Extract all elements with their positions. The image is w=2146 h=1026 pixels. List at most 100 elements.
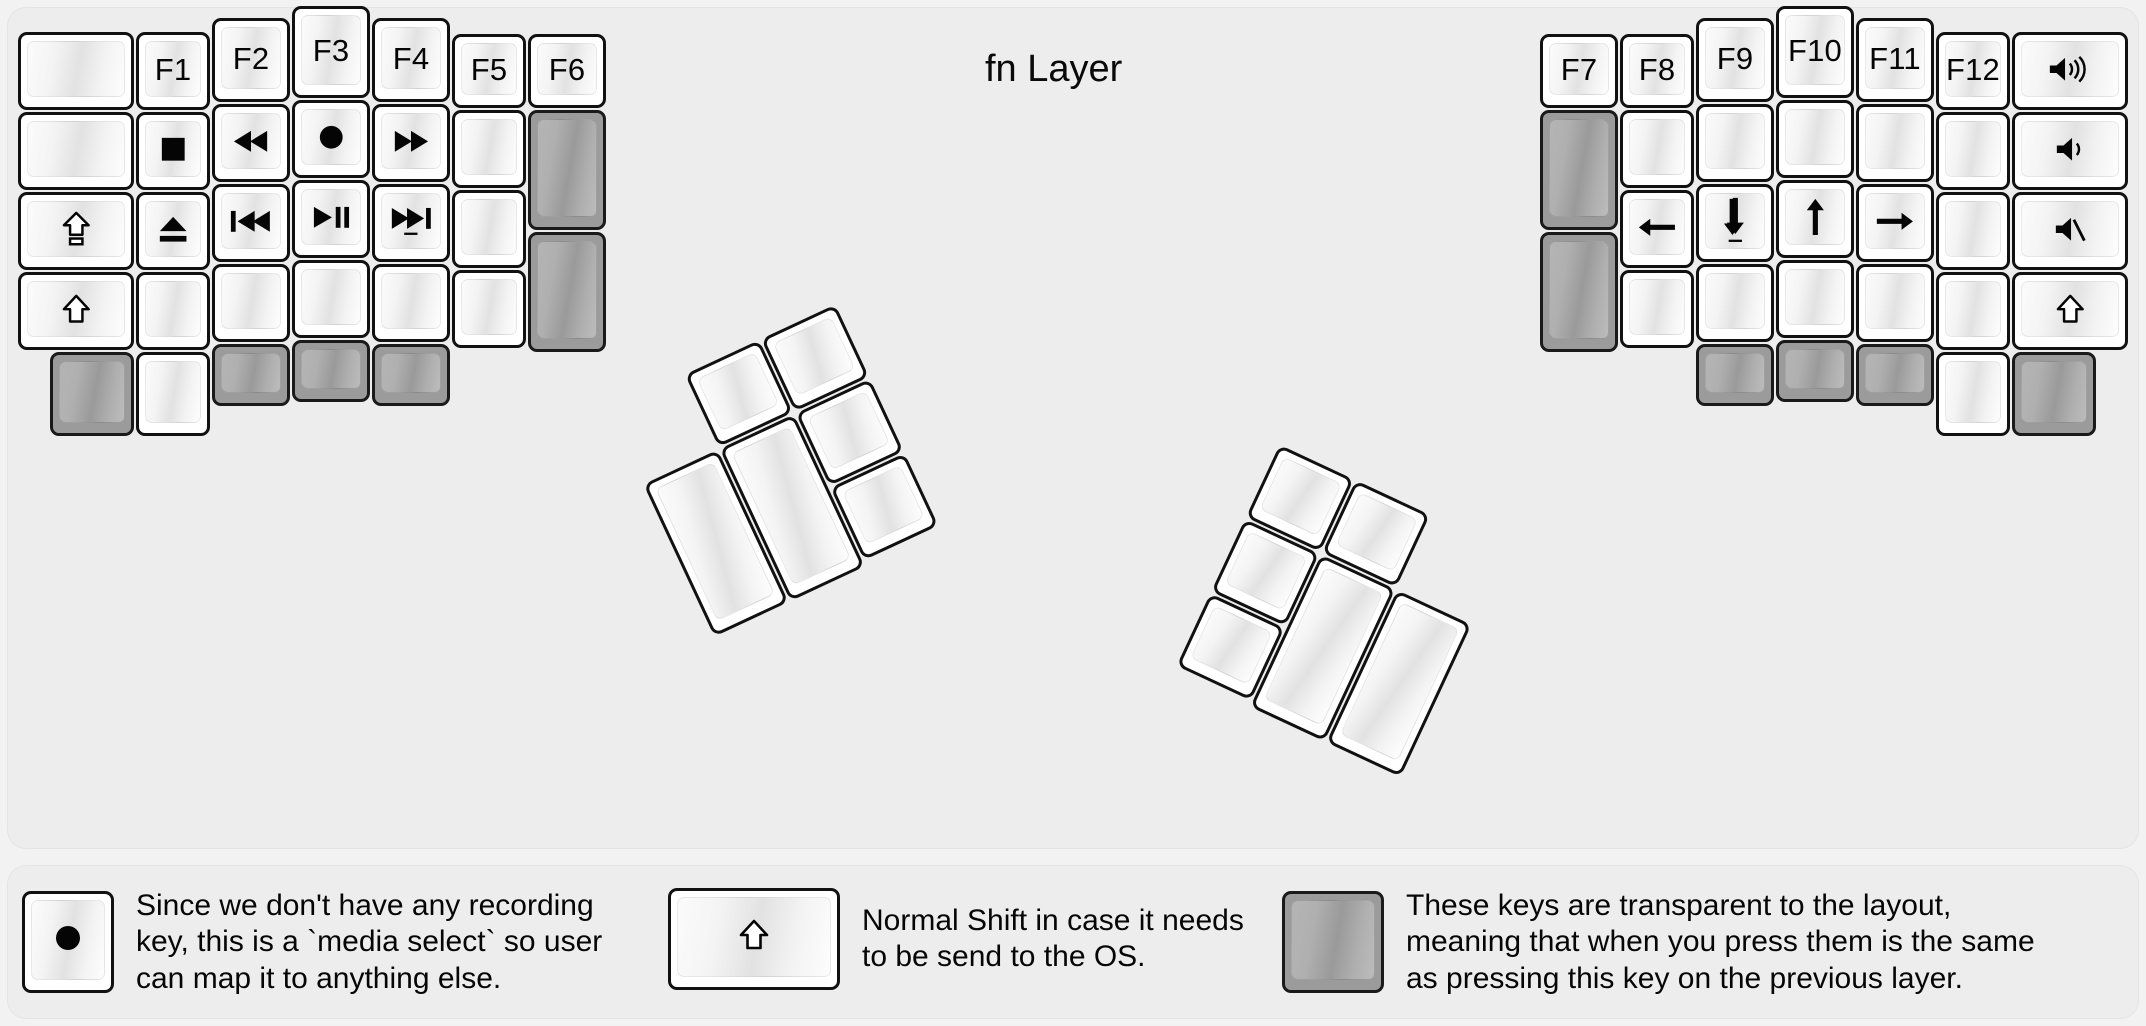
arrow-left-icon [1636, 215, 1678, 240]
key-pinky-column-3[interactable] [136, 272, 210, 350]
key-cap [1865, 273, 1925, 329]
key-cap [1705, 193, 1765, 249]
key-cap [145, 121, 201, 177]
key-index-inner-column-1[interactable] [452, 110, 526, 188]
key-cap [301, 349, 361, 389]
key-right-index-column-4[interactable] [1696, 344, 1774, 406]
key-label: F10 [1787, 32, 1843, 68]
key-right-pinky-column-2[interactable] [1936, 192, 2010, 270]
key-pinky-column-1[interactable] [136, 112, 210, 190]
key-middle-column-0[interactable]: F3 [292, 6, 370, 98]
key-cap [381, 273, 441, 329]
key-right-inner-column-0[interactable]: F7 [1540, 34, 1618, 108]
media-play-pause-icon [312, 205, 350, 230]
key-right-middle-column-4[interactable] [1776, 340, 1854, 402]
key-right-inner-column-1[interactable] [1540, 110, 1618, 230]
key-middle-column-1[interactable] [292, 100, 370, 178]
key-label: F2 [232, 40, 270, 76]
key-pinky-outer-column-0[interactable] [18, 32, 134, 110]
key-right-inner-column-2[interactable] [1540, 232, 1618, 352]
key-cap [2021, 201, 2119, 257]
key-pinky-outer-column-3[interactable] [18, 272, 134, 350]
key-index-inner-column-3[interactable] [452, 270, 526, 348]
key-cap [1945, 361, 2001, 423]
key-pinky-column-2[interactable] [136, 192, 210, 270]
key-cap [381, 113, 441, 169]
legend-transparent-keys: These keys are transparent to the layout… [1282, 888, 2035, 997]
key-cap [1224, 530, 1308, 611]
key-inner-column-2[interactable] [528, 232, 606, 352]
key-pinky-column-4[interactable] [136, 352, 210, 436]
key-ring-column-3[interactable] [212, 264, 290, 342]
key-cap [677, 897, 831, 977]
key-ring-column-0[interactable]: F2 [212, 18, 290, 102]
key-right-pinky-outer-column-4[interactable] [2012, 352, 2096, 436]
key-label: F1 [154, 51, 192, 87]
key-cap [1705, 113, 1765, 169]
key-ring-column-4[interactable] [212, 344, 290, 406]
key-pinky-outer-column-4[interactable] [50, 352, 134, 436]
key-index-column-4[interactable] [372, 344, 450, 406]
key-inner-column-0[interactable]: F6 [528, 34, 606, 108]
key-right-pinky-column-4[interactable] [1936, 352, 2010, 436]
key-index-column-2[interactable] [372, 184, 450, 262]
key-cap [1945, 281, 2001, 337]
key-right-pinky-column-1[interactable] [1936, 112, 2010, 190]
key-index-column-1[interactable] [372, 104, 450, 182]
key-cap [842, 465, 925, 545]
key-cap [1785, 189, 1845, 245]
key-cap [221, 193, 281, 249]
key-right-middle-column-0[interactable]: F10 [1776, 6, 1854, 98]
key-cap [1785, 349, 1845, 389]
key-right-index-column-1[interactable] [1696, 104, 1774, 182]
key-cap [2021, 41, 2119, 97]
key-right-pinky-outer-column-2[interactable] [2012, 192, 2128, 270]
key-right-ring-column-3[interactable] [1856, 264, 1934, 342]
key-right-index-inner-column-2[interactable] [1620, 190, 1694, 268]
key-pinky-outer-column-2[interactable] [18, 192, 134, 270]
key-middle-column-2[interactable] [292, 180, 370, 258]
key-right-pinky-outer-column-3[interactable] [2012, 272, 2128, 350]
key-cap: F1 [145, 41, 201, 97]
key-right-pinky-column-0[interactable]: F12 [1936, 32, 2010, 110]
key-cap [1190, 605, 1273, 685]
legend-transparent-keys-key [1282, 891, 1384, 994]
key-middle-column-3[interactable] [292, 260, 370, 338]
key-cap [1259, 456, 1342, 537]
key-inner-column-1[interactable] [528, 110, 606, 230]
key-right-pinky-column-3[interactable] [1936, 272, 2010, 350]
key-right-index-inner-column-0[interactable]: F8 [1620, 34, 1694, 108]
key-right-ring-column-4[interactable] [1856, 344, 1934, 406]
key-right-index-inner-column-1[interactable] [1620, 110, 1694, 188]
key-right-middle-column-2[interactable] [1776, 180, 1854, 258]
key-ring-column-2[interactable] [212, 184, 290, 262]
key-right-pinky-outer-column-1[interactable] [2012, 112, 2128, 190]
legend-panel [8, 866, 2138, 1018]
key-right-middle-column-1[interactable] [1776, 100, 1854, 178]
key-right-ring-column-1[interactable] [1856, 104, 1934, 182]
key-right-ring-column-0[interactable]: F11 [1856, 18, 1934, 102]
key-index-inner-column-0[interactable]: F5 [452, 34, 526, 108]
key-right-pinky-outer-column-0[interactable] [2012, 32, 2128, 110]
key-cap: F7 [1549, 43, 1609, 95]
key-right-index-column-2[interactable] [1696, 184, 1774, 262]
key-label: F8 [1638, 51, 1676, 87]
key-right-index-column-3[interactable] [1696, 264, 1774, 342]
key-middle-column-4[interactable] [292, 340, 370, 402]
key-right-middle-column-3[interactable] [1776, 260, 1854, 338]
key-right-index-column-0[interactable]: F9 [1696, 18, 1774, 102]
shift-arrow-icon [739, 919, 769, 956]
arrow-right-icon [1874, 209, 1916, 234]
key-pinky-column-0[interactable]: F1 [136, 32, 210, 110]
key-label: F3 [312, 32, 350, 68]
key-pinky-outer-column-1[interactable] [18, 112, 134, 190]
key-index-column-0[interactable]: F4 [372, 18, 450, 102]
key-ring-column-1[interactable] [212, 104, 290, 182]
key-index-column-3[interactable] [372, 264, 450, 342]
key-right-index-inner-column-3[interactable] [1620, 270, 1694, 348]
key-cap [2021, 121, 2119, 177]
key-index-inner-column-2[interactable] [452, 190, 526, 268]
key-right-ring-column-2[interactable] [1856, 184, 1934, 262]
key-label: F4 [392, 40, 430, 76]
key-cap [27, 281, 125, 337]
